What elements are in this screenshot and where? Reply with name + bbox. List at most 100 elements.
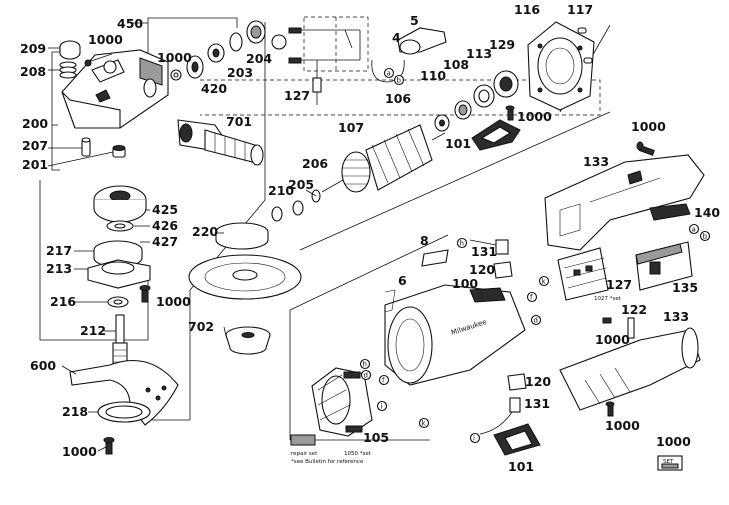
label-113: 113 [466, 46, 492, 61]
wiring-schematic [271, 16, 369, 105]
label-427: 427 [152, 234, 178, 249]
symbol-i-field: i [381, 403, 383, 411]
pin-122 [627, 317, 635, 339]
label-1000-a: 1000 [88, 32, 123, 47]
label-204: 204 [246, 51, 272, 66]
symbol-d-field: d [364, 372, 368, 380]
label-702: 702 [188, 319, 214, 334]
label-100: 100 [452, 276, 478, 291]
label-206: 206 [302, 156, 328, 171]
cap-209 [59, 40, 81, 60]
label-216: 216 [50, 294, 76, 309]
label-105: 105 [363, 430, 389, 445]
bearing-110 [434, 114, 450, 132]
label-131-top: 131 [471, 244, 497, 259]
symbol-k-field: k [422, 420, 427, 428]
label-4: 4 [392, 30, 401, 45]
housing-116 [527, 21, 595, 111]
label-203: 203 [227, 65, 253, 80]
pinion-gear [186, 55, 204, 79]
symbol-h-field: h [363, 361, 367, 369]
guard-600 [69, 359, 179, 426]
seal-113 [473, 84, 495, 108]
label-200: 200 [22, 116, 48, 131]
label-1000-c: 1000 [517, 109, 552, 124]
notes: 1027 *set 1050 *set repair set *see Bull… [291, 296, 674, 465]
symbol-f-top: f [530, 294, 533, 302]
note-1050-set: 1050 *set [344, 451, 372, 457]
wire-symbols: a b a b h k f d h d f i k i [359, 67, 711, 444]
label-120-lower: 120 [525, 374, 551, 389]
part-140 [649, 203, 691, 221]
label-101-top: 101 [445, 136, 471, 151]
note-set-badge: SET [663, 459, 674, 465]
label-212: 212 [80, 323, 106, 338]
washer-210 [271, 206, 283, 222]
bevel-gear [93, 185, 147, 223]
symbol-f-field: f [382, 377, 385, 385]
washer-426 [106, 220, 134, 232]
symbol-d-top: d [534, 317, 538, 325]
label-600: 600 [30, 358, 56, 373]
label-450: 450 [117, 16, 143, 31]
label-210: 210 [268, 183, 294, 198]
label-220: 220 [192, 224, 218, 239]
wheel-220 [215, 222, 269, 250]
screw-1000-122 [602, 317, 612, 324]
label-116: 116 [514, 2, 540, 17]
label-1000-d: 1000 [631, 119, 666, 134]
pins-117 [577, 27, 593, 64]
symbol-b-top: b [397, 77, 402, 85]
plug-131-lower [479, 397, 521, 435]
washer-1000 [170, 69, 182, 81]
clip-120 [493, 261, 513, 279]
label-218: 218 [62, 404, 88, 419]
bushing-201 [112, 145, 126, 158]
label-131-lower: 131 [524, 396, 550, 411]
label-420: 420 [201, 81, 227, 96]
side-handle-701 [204, 129, 264, 166]
label-plate-6 [384, 289, 396, 313]
label-209: 209 [20, 41, 46, 56]
label-107: 107 [338, 120, 364, 135]
label-106: 106 [385, 91, 411, 106]
label-117: 117 [567, 2, 593, 17]
label-701: 701 [226, 114, 252, 129]
label-129: 129 [489, 37, 515, 52]
label-1000-f: 1000 [595, 332, 630, 347]
rear-handle-133 [544, 154, 705, 251]
cable-4 [371, 59, 405, 83]
screw-1000-lower [605, 401, 615, 417]
grinding-disc [188, 254, 302, 300]
symbol-a-right: a [692, 226, 696, 234]
symbol-h-top: h [460, 240, 464, 248]
label-135: 135 [672, 280, 698, 295]
strain-relief-5 [397, 27, 447, 55]
label-120-top: 120 [469, 262, 495, 277]
screw-1000-133 [636, 141, 655, 156]
note-repair-set: repair set [291, 451, 318, 457]
label-122: 122 [621, 302, 647, 317]
label-8 [421, 249, 449, 267]
label-101-lower: 101 [508, 459, 534, 474]
label-6: 6 [398, 273, 407, 288]
label-133-lower: 133 [663, 309, 689, 324]
label-108: 108 [443, 57, 469, 72]
ring-203 [229, 32, 243, 52]
symbol-k-top: k [542, 278, 547, 286]
bearing-108 [454, 100, 472, 120]
bearing-204 [246, 20, 266, 44]
switch-block-127 [557, 247, 609, 301]
screw-1000-101 [505, 105, 515, 121]
brush-cover-101 [471, 119, 521, 151]
flange-213 [87, 259, 151, 289]
screw-1000-top [84, 53, 113, 67]
leader-lines [47, 47, 317, 452]
label-425: 425 [152, 202, 178, 217]
label-127-top: 127 [284, 88, 310, 103]
part-labels: 450 116 117 5 209 1000 1000 208 203 204 … [20, 2, 720, 474]
set-badge [657, 455, 683, 471]
label-1000-h: 1000 [605, 418, 640, 433]
label-5: 5 [410, 13, 419, 28]
plug-131 [469, 239, 509, 255]
